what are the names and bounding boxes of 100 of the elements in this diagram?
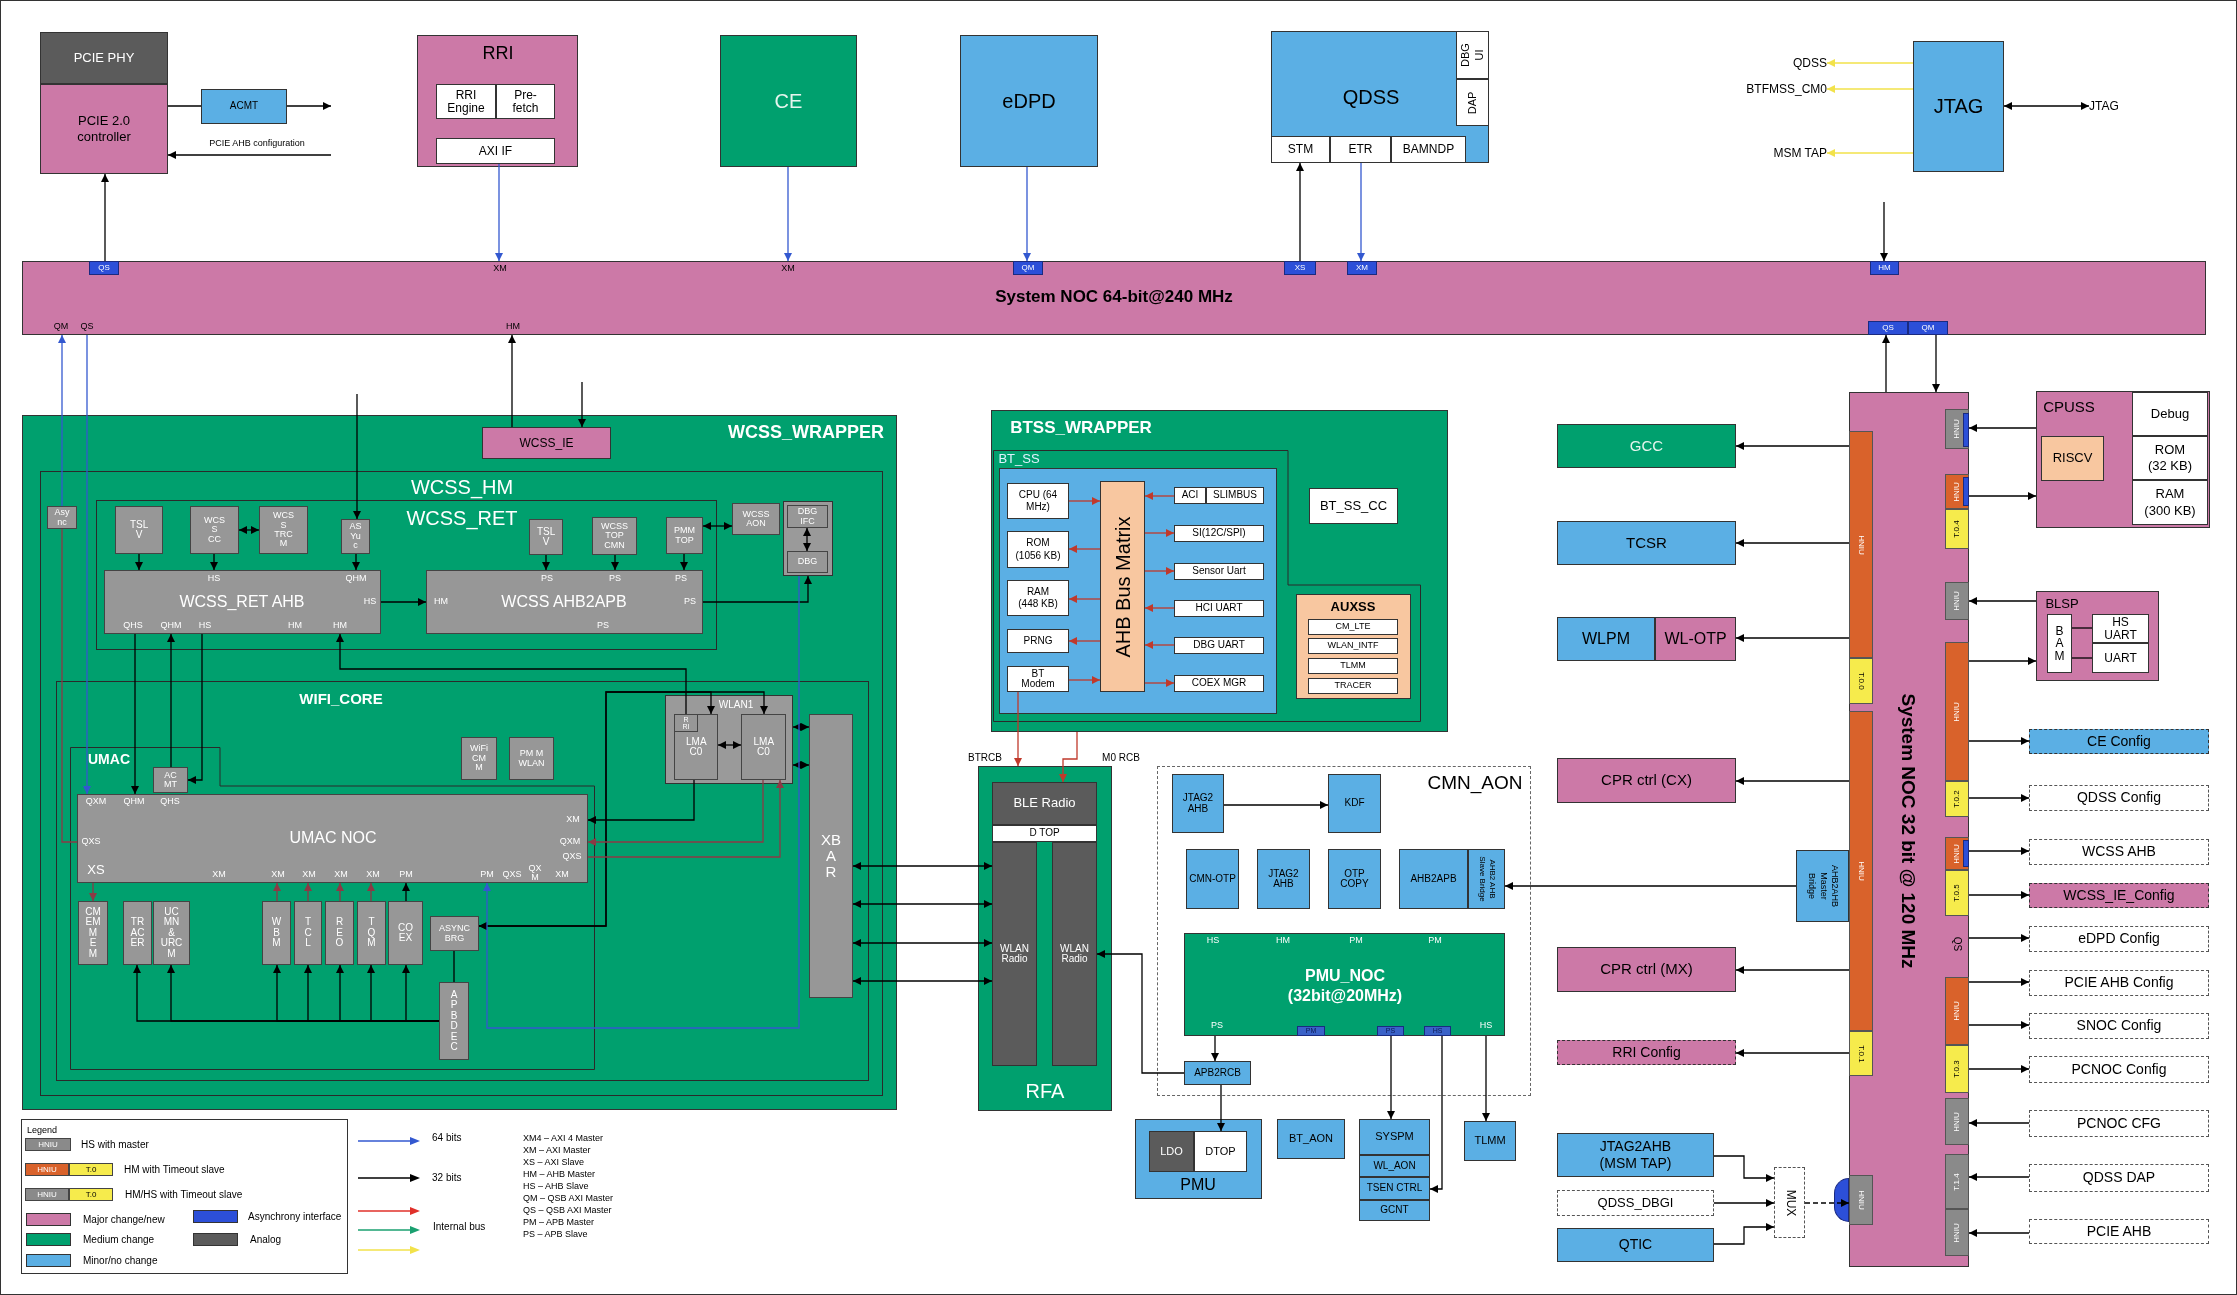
module-box bbox=[1194, 1131, 1247, 1172]
tag-label: HNIU bbox=[1952, 419, 1962, 439]
subsystem-frame bbox=[56, 681, 869, 1081]
module-box bbox=[40, 32, 168, 84]
arrow bbox=[101, 173, 109, 262]
module-label: GCC bbox=[1629, 436, 1664, 456]
module-box bbox=[1557, 1190, 1714, 1216]
legend-text: Internal bus bbox=[433, 1222, 486, 1232]
sample-tag: HNIU bbox=[25, 1138, 71, 1151]
module-box bbox=[461, 737, 497, 780]
module-label: BAMNDP bbox=[1402, 142, 1455, 157]
arrow bbox=[1826, 59, 1914, 67]
module-label: TRACER bbox=[1334, 680, 1372, 692]
module-label: Sensor Uart bbox=[1192, 565, 1246, 578]
module-label: AHB Bus Matrix bbox=[1110, 515, 1134, 658]
module-box bbox=[430, 916, 479, 951]
module-label: QTIC bbox=[1618, 1236, 1653, 1254]
module-label: CPU (64 MHz) bbox=[1017, 488, 1059, 514]
module-box bbox=[1172, 774, 1224, 833]
arrow bbox=[587, 779, 784, 858]
module-box bbox=[1174, 525, 1264, 542]
port-label: XM bbox=[1356, 263, 1368, 273]
arrow bbox=[1735, 539, 1850, 547]
port-label: HM bbox=[288, 619, 302, 633]
arrow bbox=[587, 779, 695, 824]
arrow bbox=[273, 882, 281, 902]
arrow bbox=[352, 553, 360, 571]
arrow bbox=[803, 527, 811, 552]
abbreviation-text: XM – AXI Master bbox=[523, 1144, 592, 1156]
module-box bbox=[2029, 926, 2209, 952]
module-box bbox=[1557, 1133, 1714, 1177]
module-label: CM_LTE bbox=[1335, 621, 1371, 633]
module-label: HS UART bbox=[2104, 615, 2137, 642]
module-label: RAM (300 KB) bbox=[2143, 486, 2197, 519]
module-label: LDO bbox=[1160, 1144, 1183, 1159]
module-box bbox=[1655, 617, 1736, 661]
module-box bbox=[357, 901, 386, 965]
module-box bbox=[325, 901, 354, 965]
module-box bbox=[787, 551, 828, 573]
module-box bbox=[1359, 1155, 1430, 1177]
module-box bbox=[1468, 849, 1505, 909]
tag-label: HNIU bbox=[1952, 843, 1962, 864]
arrow bbox=[2003, 102, 2090, 110]
module-box bbox=[1308, 619, 1398, 635]
panel-title: BLSP bbox=[2045, 595, 2079, 614]
module-box bbox=[674, 714, 718, 780]
noc-bar bbox=[426, 570, 703, 634]
module-box bbox=[1456, 79, 1489, 126]
tag-label: T.0.5 bbox=[1952, 884, 1962, 902]
port-label: QHS bbox=[123, 619, 143, 633]
port-label: XS bbox=[1294, 263, 1306, 273]
arrow bbox=[83, 334, 91, 795]
module-label: T Q M bbox=[367, 917, 376, 949]
arrow bbox=[336, 633, 687, 715]
module-label: BT Modem bbox=[1021, 668, 1055, 690]
port-label: PS bbox=[609, 572, 621, 586]
port-label: XM bbox=[493, 262, 507, 276]
tag-label: HNIU bbox=[1856, 1190, 1866, 1210]
module-box bbox=[78, 901, 108, 965]
module-label: CPR ctrl (MX) bbox=[1600, 960, 1693, 979]
panel-title: BTSS_WRAPPER bbox=[1010, 417, 1152, 440]
noc-label: WCSS_RET AHB bbox=[179, 592, 305, 612]
module-label: PM M WLAN bbox=[518, 749, 545, 768]
legend-heading: Legend bbox=[27, 1124, 59, 1136]
panel-title: WCSS_HM bbox=[410, 475, 514, 501]
module-label: CPR ctrl (CX) bbox=[1601, 771, 1692, 790]
legend-text: Analog bbox=[250, 1235, 282, 1245]
module-label: DBG IFC bbox=[797, 507, 818, 526]
module-label: BT_AON bbox=[1289, 1132, 1333, 1146]
module-box bbox=[1174, 487, 1206, 504]
subsystem-panel bbox=[1296, 594, 1411, 699]
port-tag bbox=[89, 261, 119, 275]
arrow bbox=[1968, 657, 2037, 665]
module-label: WCS S TRC M bbox=[273, 511, 294, 549]
module-label: W B M bbox=[271, 917, 282, 949]
module-box bbox=[1206, 487, 1264, 504]
legend-text: 32 bits bbox=[432, 1173, 462, 1183]
module-box bbox=[1174, 637, 1264, 654]
module-label: SI(12C/SPI) bbox=[1192, 527, 1246, 540]
module-label: STM bbox=[1287, 142, 1314, 157]
sample-tag: T.0 bbox=[69, 1163, 113, 1176]
arrow bbox=[1968, 794, 2030, 802]
arrow bbox=[1504, 882, 1797, 890]
legend-text: HS with master bbox=[81, 1140, 149, 1150]
port-label: XM bbox=[781, 262, 795, 276]
arrow bbox=[89, 882, 97, 902]
port-label: PS bbox=[541, 572, 553, 586]
tag-label: HNIU bbox=[1952, 481, 1962, 502]
panel-title: AUXSS bbox=[1330, 598, 1376, 617]
arrow bbox=[367, 882, 375, 902]
module-box bbox=[1557, 521, 1736, 565]
port-label: HM bbox=[1878, 263, 1891, 273]
module-box bbox=[341, 519, 370, 554]
connector-line bbox=[2071, 627, 2093, 629]
module-label: WLAN Radio bbox=[1060, 943, 1089, 965]
module-label: DTOP bbox=[1205, 1144, 1236, 1159]
tag-label: T.1.4 bbox=[1952, 1172, 1962, 1191]
module-box bbox=[388, 901, 423, 965]
module-label: ACMT bbox=[229, 100, 259, 113]
arrow bbox=[680, 553, 688, 571]
